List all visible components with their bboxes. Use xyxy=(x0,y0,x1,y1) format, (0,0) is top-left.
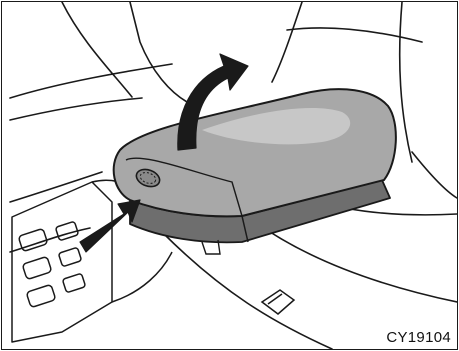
straight-arrow-icon xyxy=(80,200,140,252)
figure-code: CY19104 xyxy=(386,329,451,346)
seat-latch xyxy=(262,290,294,314)
console-box-illustration xyxy=(2,2,457,349)
